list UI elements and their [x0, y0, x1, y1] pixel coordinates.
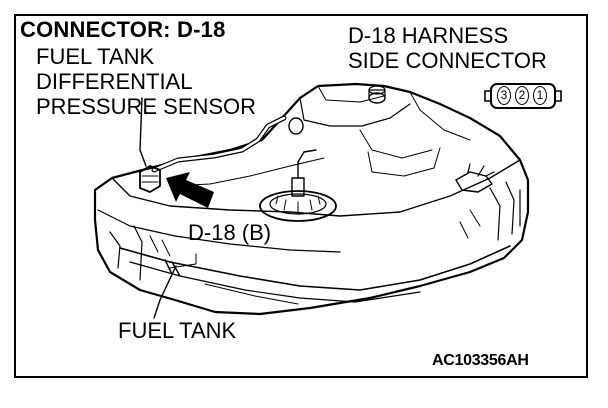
- harness-connector-label: D-18 HARNESS SIDE CONNECTOR: [348, 23, 547, 73]
- fuel-tank-body: [93, 82, 530, 316]
- pressure-sensor: [139, 165, 161, 193]
- connector-pin: 3: [497, 86, 511, 105]
- connector-pin: 1: [533, 86, 547, 105]
- fuel-tank-callout: FUEL TANK: [118, 318, 237, 343]
- component-label-line: FUEL TANK: [36, 44, 155, 69]
- harness-label-line: SIDE CONNECTOR: [348, 48, 547, 73]
- component-label-line: DIFFERENTIAL: [36, 69, 193, 94]
- component-label: FUEL TANK DIFFERENTIAL PRESSURE SENSOR: [36, 44, 256, 119]
- figure-code: AC103356AH: [432, 352, 529, 369]
- connector-pin: 2: [515, 86, 529, 105]
- connector-title: CONNECTOR: D-18: [20, 17, 226, 42]
- fuel-pump-flange: [259, 190, 337, 222]
- connector-callout: D-18 (B): [188, 220, 272, 245]
- harness-label-line: D-18 HARNESS: [348, 23, 509, 48]
- arrow-icon: [166, 172, 214, 208]
- component-label-line: PRESSURE SENSOR: [36, 94, 257, 119]
